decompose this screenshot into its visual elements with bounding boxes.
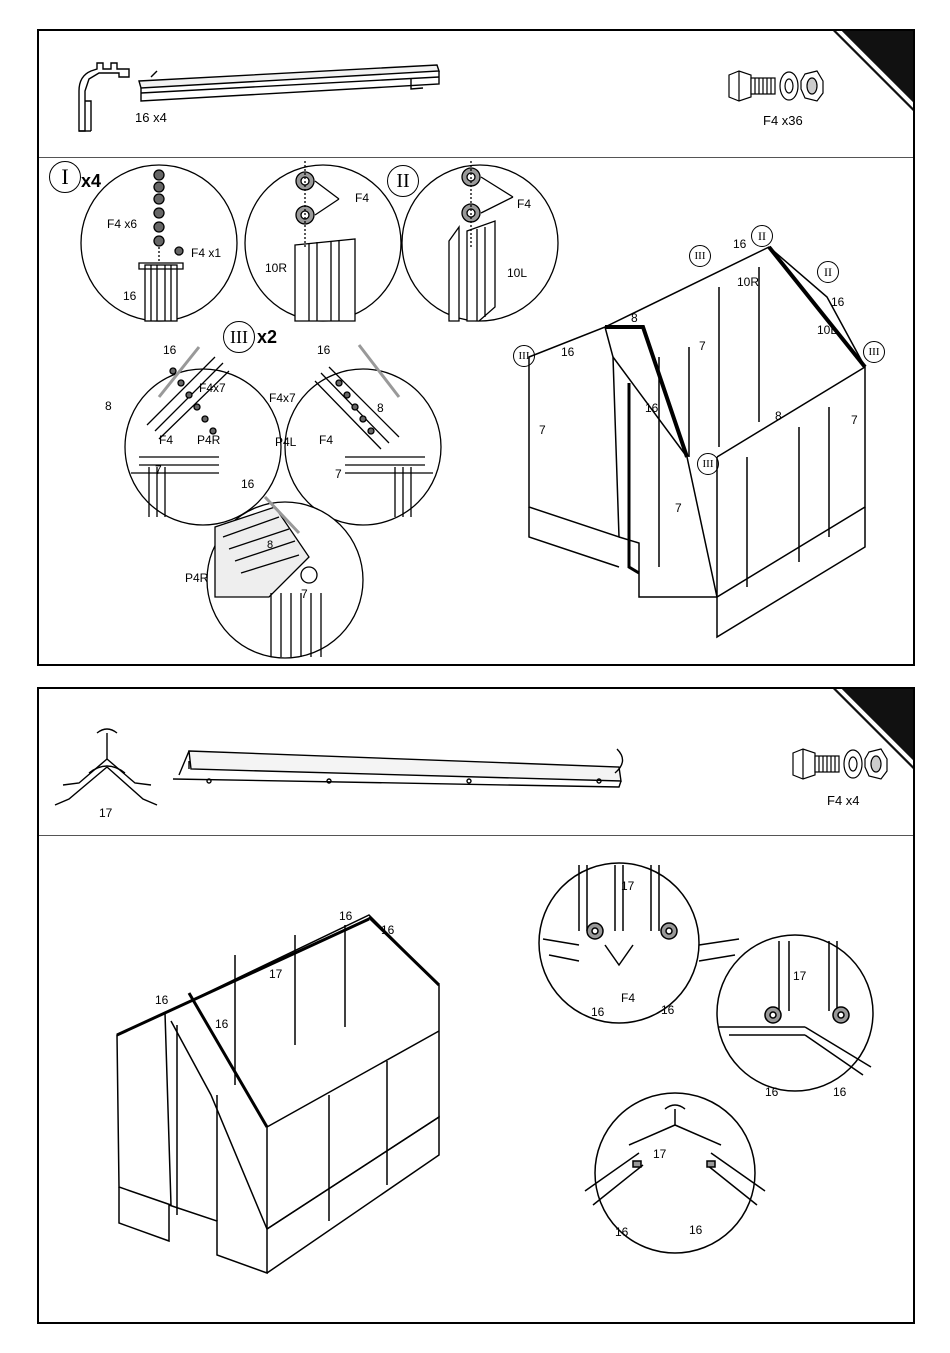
III-right-post: 7: [335, 467, 342, 481]
profile-17-cross-section-icon: [55, 729, 157, 805]
III-left-bolt: F4: [159, 433, 173, 447]
profile-top: 16: [241, 477, 254, 491]
detail-top-left: 16: [591, 1005, 604, 1019]
detail-right-right: 16: [833, 1085, 846, 1099]
detail-views: [39, 157, 915, 666]
asm-label-7-right: 7: [851, 413, 858, 427]
III-left-post: 7: [155, 463, 162, 477]
marker-III-2: III: [863, 341, 885, 363]
asm2-label-16-left: 16: [155, 993, 168, 1007]
asm-label-8-top: 8: [631, 311, 638, 325]
asm-label-16-front: 16: [645, 401, 658, 415]
asm-label-16-top: 16: [733, 237, 746, 251]
III-left-beam: 8: [105, 399, 112, 413]
bolt-nut-washer-icon-2: [791, 747, 901, 787]
detail-right-part: 17: [793, 969, 806, 983]
III-right-bolt: F4: [319, 433, 333, 447]
detail-II-part-left: 10R: [265, 261, 287, 275]
marker-II-2: II: [817, 261, 839, 283]
profile-17-label: 17: [99, 806, 112, 820]
profile-beam: 8: [267, 539, 273, 551]
detail-II-bolt-right: F4: [517, 197, 531, 211]
rail-17-icon: [173, 749, 623, 787]
detail-top-part: 17: [621, 879, 634, 893]
detail-bottom-part: 17: [653, 1147, 666, 1161]
detail-III-right-circle: [285, 369, 441, 525]
detail-I-roman: I: [49, 161, 81, 193]
marker-III-3: III: [513, 345, 535, 367]
step-panel-2: 17 F4 x4: [37, 687, 915, 1324]
III-right-beam: 8: [377, 401, 384, 415]
III-right-panel: P4L: [275, 435, 296, 449]
III-right-top: 16: [317, 343, 330, 357]
asm-label-7-mid: 7: [699, 339, 706, 353]
detail-II-bolt-left: F4: [355, 191, 369, 205]
rail-16-icon: [139, 65, 439, 101]
detail-III-multiplier: x2: [257, 327, 277, 348]
asm-label-16-left: 16: [561, 345, 574, 359]
marker-II-1: II: [751, 225, 773, 247]
marker-III-4: III: [697, 453, 719, 475]
III-left-top: 16: [163, 343, 176, 357]
asm-label-7-left: 7: [539, 423, 546, 437]
profile-post: 7: [301, 587, 308, 601]
profile-qty-label: 16 x4: [135, 110, 167, 125]
detail-right-left: 16: [765, 1085, 778, 1099]
asm2-label-16-top-left: 16: [339, 909, 352, 923]
asm-label-16-right: 16: [831, 295, 844, 309]
asm-label-10L: 10L: [817, 323, 837, 337]
detail-top-right: 16: [661, 1003, 674, 1017]
asm2-label-16-top-right: 16: [381, 923, 394, 937]
detail-II-part-right: 10L: [507, 266, 527, 280]
step-2-views: [39, 835, 915, 1324]
marker-III-1: III: [689, 245, 711, 267]
bolt-nut-washer-icon: [727, 69, 837, 109]
detail-I-part: 16: [123, 289, 136, 303]
detail-II-roman: II: [387, 165, 419, 197]
detail-I-multiplier: x4: [81, 171, 101, 192]
detail-bottom-left: 16: [615, 1225, 628, 1239]
hardware-qty-label: F4 x36: [763, 113, 803, 128]
detail-top-bolt: F4: [621, 991, 635, 1005]
hardware-qty-label-2: F4 x4: [827, 793, 860, 808]
asm2-label-17: 17: [269, 967, 282, 981]
detail-right-circle: [717, 935, 873, 1091]
asm-label-7-front: 7: [675, 501, 682, 515]
step-panel-1: 16 x4 F4 x36: [37, 29, 915, 666]
profile-panel: P4R: [185, 571, 208, 585]
III-left-panel: P4R: [197, 433, 220, 447]
detail-III-roman: III: [223, 321, 255, 353]
asm2-label-16-mid: 16: [215, 1017, 228, 1031]
III-left-bolts: F4x7: [199, 381, 226, 395]
profile-cross-section-icon: [79, 63, 129, 131]
III-right-bolts: F4x7: [269, 391, 296, 405]
detail-I-bolts: F4 x6: [107, 217, 137, 231]
detail-bottom-right: 16: [689, 1223, 702, 1237]
detail-I-end-bolt: F4 x1: [191, 246, 221, 260]
asm-label-10R: 10R: [737, 275, 759, 289]
profile-17-illustration: [39, 689, 915, 835]
asm-label-8-bottom: 8: [775, 409, 782, 423]
greenhouse-frame: [529, 247, 865, 637]
